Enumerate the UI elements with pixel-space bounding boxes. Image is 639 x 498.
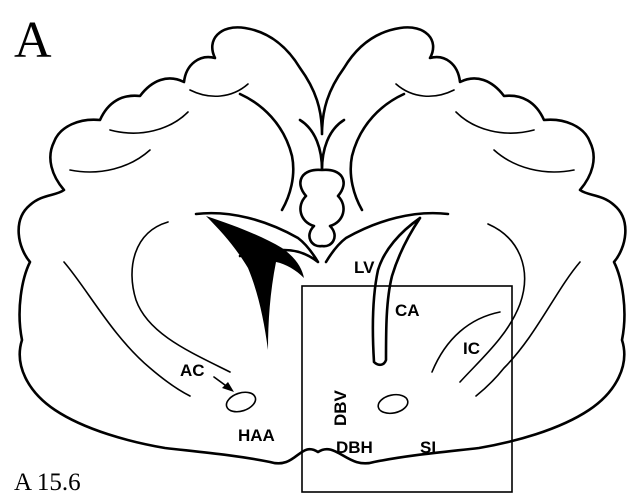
section-level-label: A 15.6: [14, 469, 81, 496]
right-extreme-capsule: [476, 262, 580, 396]
right-internal-contour: [351, 94, 404, 210]
label-haa: HAA: [238, 426, 275, 445]
left-lateral-ventricle: [206, 216, 304, 350]
left-internal-contour: [240, 94, 293, 210]
label-lv: LV: [354, 258, 375, 277]
right-corpus-callosum: [326, 213, 448, 262]
right-gyrus-fold: [396, 84, 574, 172]
label-ca: CA: [395, 301, 420, 320]
right-lateral-ventricle: [373, 218, 420, 365]
left-extreme-capsule: [64, 262, 190, 396]
label-ic: IC: [463, 339, 480, 358]
left-external-capsule: [132, 222, 230, 372]
label-si: SI: [420, 438, 436, 457]
left-anterior-commissure: [224, 389, 258, 415]
left-gyrus-fold: [70, 84, 248, 172]
right-anterior-commissure: [376, 392, 409, 416]
label-ac: AC: [180, 361, 205, 380]
right-external-capsule: [460, 224, 525, 382]
label-dbv: DBV: [331, 389, 350, 426]
label-dbh: DBH: [336, 438, 373, 457]
panel-letter: A: [14, 12, 52, 69]
midline-fissure: [300, 120, 344, 246]
